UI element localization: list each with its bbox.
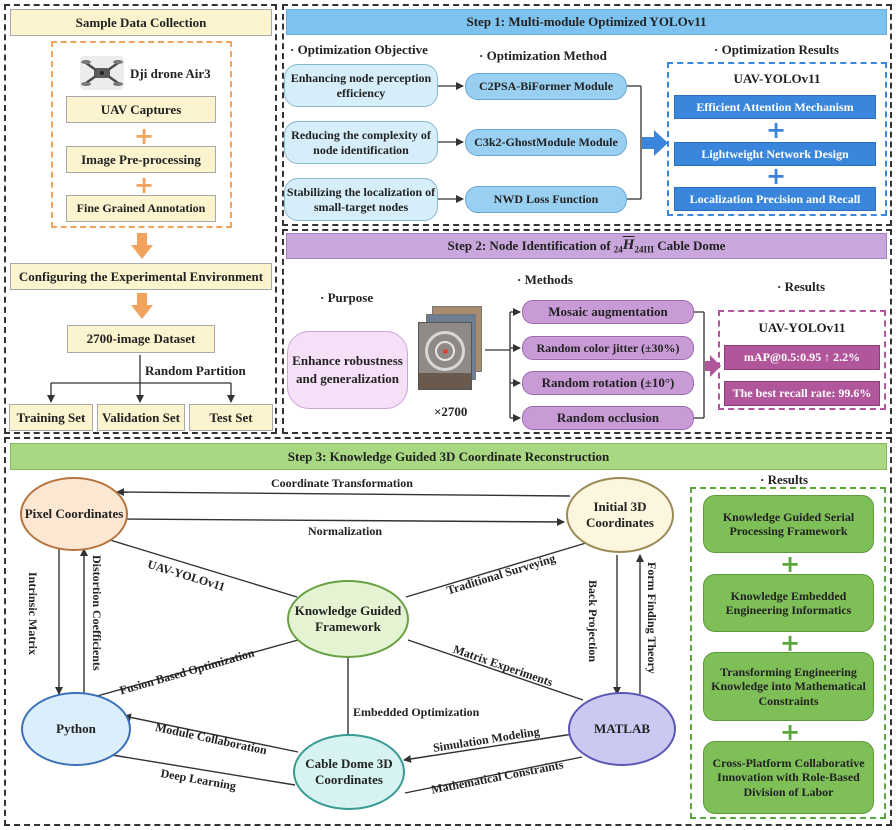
down-arrow-icon (131, 293, 153, 324)
test-set-box: Test Set (189, 404, 273, 431)
form-finding-label: Form Finding Theory (645, 562, 659, 674)
step1-panel (282, 4, 892, 226)
validation-set-box: Validation Set (97, 404, 185, 431)
sample-data-panel (4, 4, 277, 434)
drone-icon (81, 60, 123, 86)
sample-data-title: Sample Data Collection (10, 9, 272, 36)
step2-title: Step 2: Node Identification of 24H24III … (286, 233, 887, 259)
random-partition-label: Random Partition (145, 363, 246, 378)
objective-box-2: Reducing the complexity of node identifi… (284, 121, 438, 164)
plus-icon: + (766, 162, 787, 190)
optimization-results-label: · Optimization Results (714, 42, 839, 57)
cable-dome-node: Cable Dome 3D Coordinates (293, 734, 405, 810)
plus-icon: + (134, 122, 155, 150)
step2-results-label: · Results (777, 279, 826, 294)
objective-box-3: Stabilizing the localization of small-ta… (284, 178, 438, 221)
step1-title: Step 1: Multi-module Optimized YOLOv11 (286, 9, 887, 35)
optimization-objective-label: · Optimization Objective (290, 42, 428, 57)
result-lightweight: Lightweight Network Design (674, 142, 876, 166)
step2-results-frame (718, 310, 886, 410)
result-math-constraints: Transforming Engineering Knowledge into … (703, 652, 874, 721)
back-projection-label: Back Projection (586, 580, 600, 663)
step3-title: Step 3: Knowledge Guided 3D Coordinate R… (10, 443, 887, 470)
result-serial-framework: Knowledge Guided Serial Processing Frame… (703, 495, 874, 553)
methods-label: · Methods (517, 272, 573, 287)
intrinsic-matrix-label: Intrinsic Matrix (26, 572, 40, 655)
step2-title-suffix: Cable Dome (653, 238, 726, 253)
color-jitter-box: Random color jitter (±30%) (522, 336, 694, 360)
step1-results-frame (667, 62, 887, 216)
normalization-label: Normalization (308, 524, 382, 538)
step3-results-frame (690, 487, 886, 819)
down-arrow-icon (131, 233, 153, 264)
knowledge-framework-node: Knowledge Guided Framework (287, 580, 409, 658)
method-box-3: NWD Loss Function (465, 186, 627, 213)
plus-icon: + (780, 718, 801, 746)
objective-box-1: Enhancing node perception efficiency (284, 64, 438, 107)
drone-image (80, 56, 124, 90)
configuring-environment-box: Configuring the Experimental Environment (10, 263, 272, 290)
step2-title-prefix: Step 2: Node Identification of (447, 238, 611, 253)
step3-panel (4, 437, 892, 826)
plus-icon: + (134, 171, 155, 199)
distortion-label: Distortion Coefficients (90, 555, 104, 671)
recall-result-box: The best recall rate: 99.6% (724, 381, 880, 406)
fine-annotation-box: Fine Grained Annotation (66, 195, 216, 222)
random-occlusion-box: Random occlusion (522, 406, 694, 430)
pixel-coordinates-node: Pixel Coordinates (20, 477, 128, 551)
training-set-box: Training Set (9, 404, 93, 431)
step3-results-label: · Results (760, 472, 809, 487)
purpose-label: · Purpose (320, 290, 374, 305)
result-cross-platform: Cross-Platform Collaborative Innovation … (703, 741, 874, 814)
sample-steps-frame (51, 41, 232, 228)
map-result-box: mAP@0.5:0.95 ↑ 2.2% (724, 345, 880, 370)
step1-results-title: UAV-YOLOv11 (733, 71, 821, 86)
result-engineering-informatics: Knowledge Embedded Engineering Informati… (703, 574, 874, 632)
mosaic-augmentation-box: Mosaic augmentation (522, 300, 694, 324)
method-box-1: C2PSA-BiFormer Module (465, 73, 627, 100)
step2-results-title: UAV-YOLOv11 (758, 320, 846, 335)
embedded-optimization-label: Embedded Optimization (353, 705, 480, 719)
plus-icon: + (780, 629, 801, 657)
purpose-box: Enhance robustness and generalization (287, 331, 408, 409)
initial-3d-coordinates-node: Initial 3D Coordinates (566, 477, 674, 553)
python-node: Python (21, 692, 131, 766)
result-localization: Localization Precision and Recall (674, 187, 876, 211)
method-box-2: C3k2-GhostModule Module (465, 129, 627, 156)
image-preprocessing-box: Image Pre-processing (66, 146, 216, 173)
plus-icon: + (766, 116, 787, 144)
augmented-images (418, 306, 482, 396)
drone-label: Dji drone Air3 (130, 66, 211, 81)
optimization-method-label: · Optimization Method (479, 48, 607, 63)
plus-icon: + (780, 550, 801, 578)
augmented-image (418, 322, 472, 390)
uav-captures-box: UAV Captures (66, 96, 216, 123)
matlab-node: MATLAB (568, 692, 676, 766)
result-attention: Efficient Attention Mechanism (674, 95, 876, 119)
dataset-box: 2700-image Dataset (67, 325, 215, 353)
step2-title-symbol: 24H24III (613, 237, 654, 255)
step2-panel (282, 229, 892, 434)
image-count-label: ×2700 (434, 404, 468, 419)
random-rotation-box: Random rotation (±10°) (522, 371, 694, 395)
coord-transform-label: Coordinate Transformation (271, 476, 413, 490)
